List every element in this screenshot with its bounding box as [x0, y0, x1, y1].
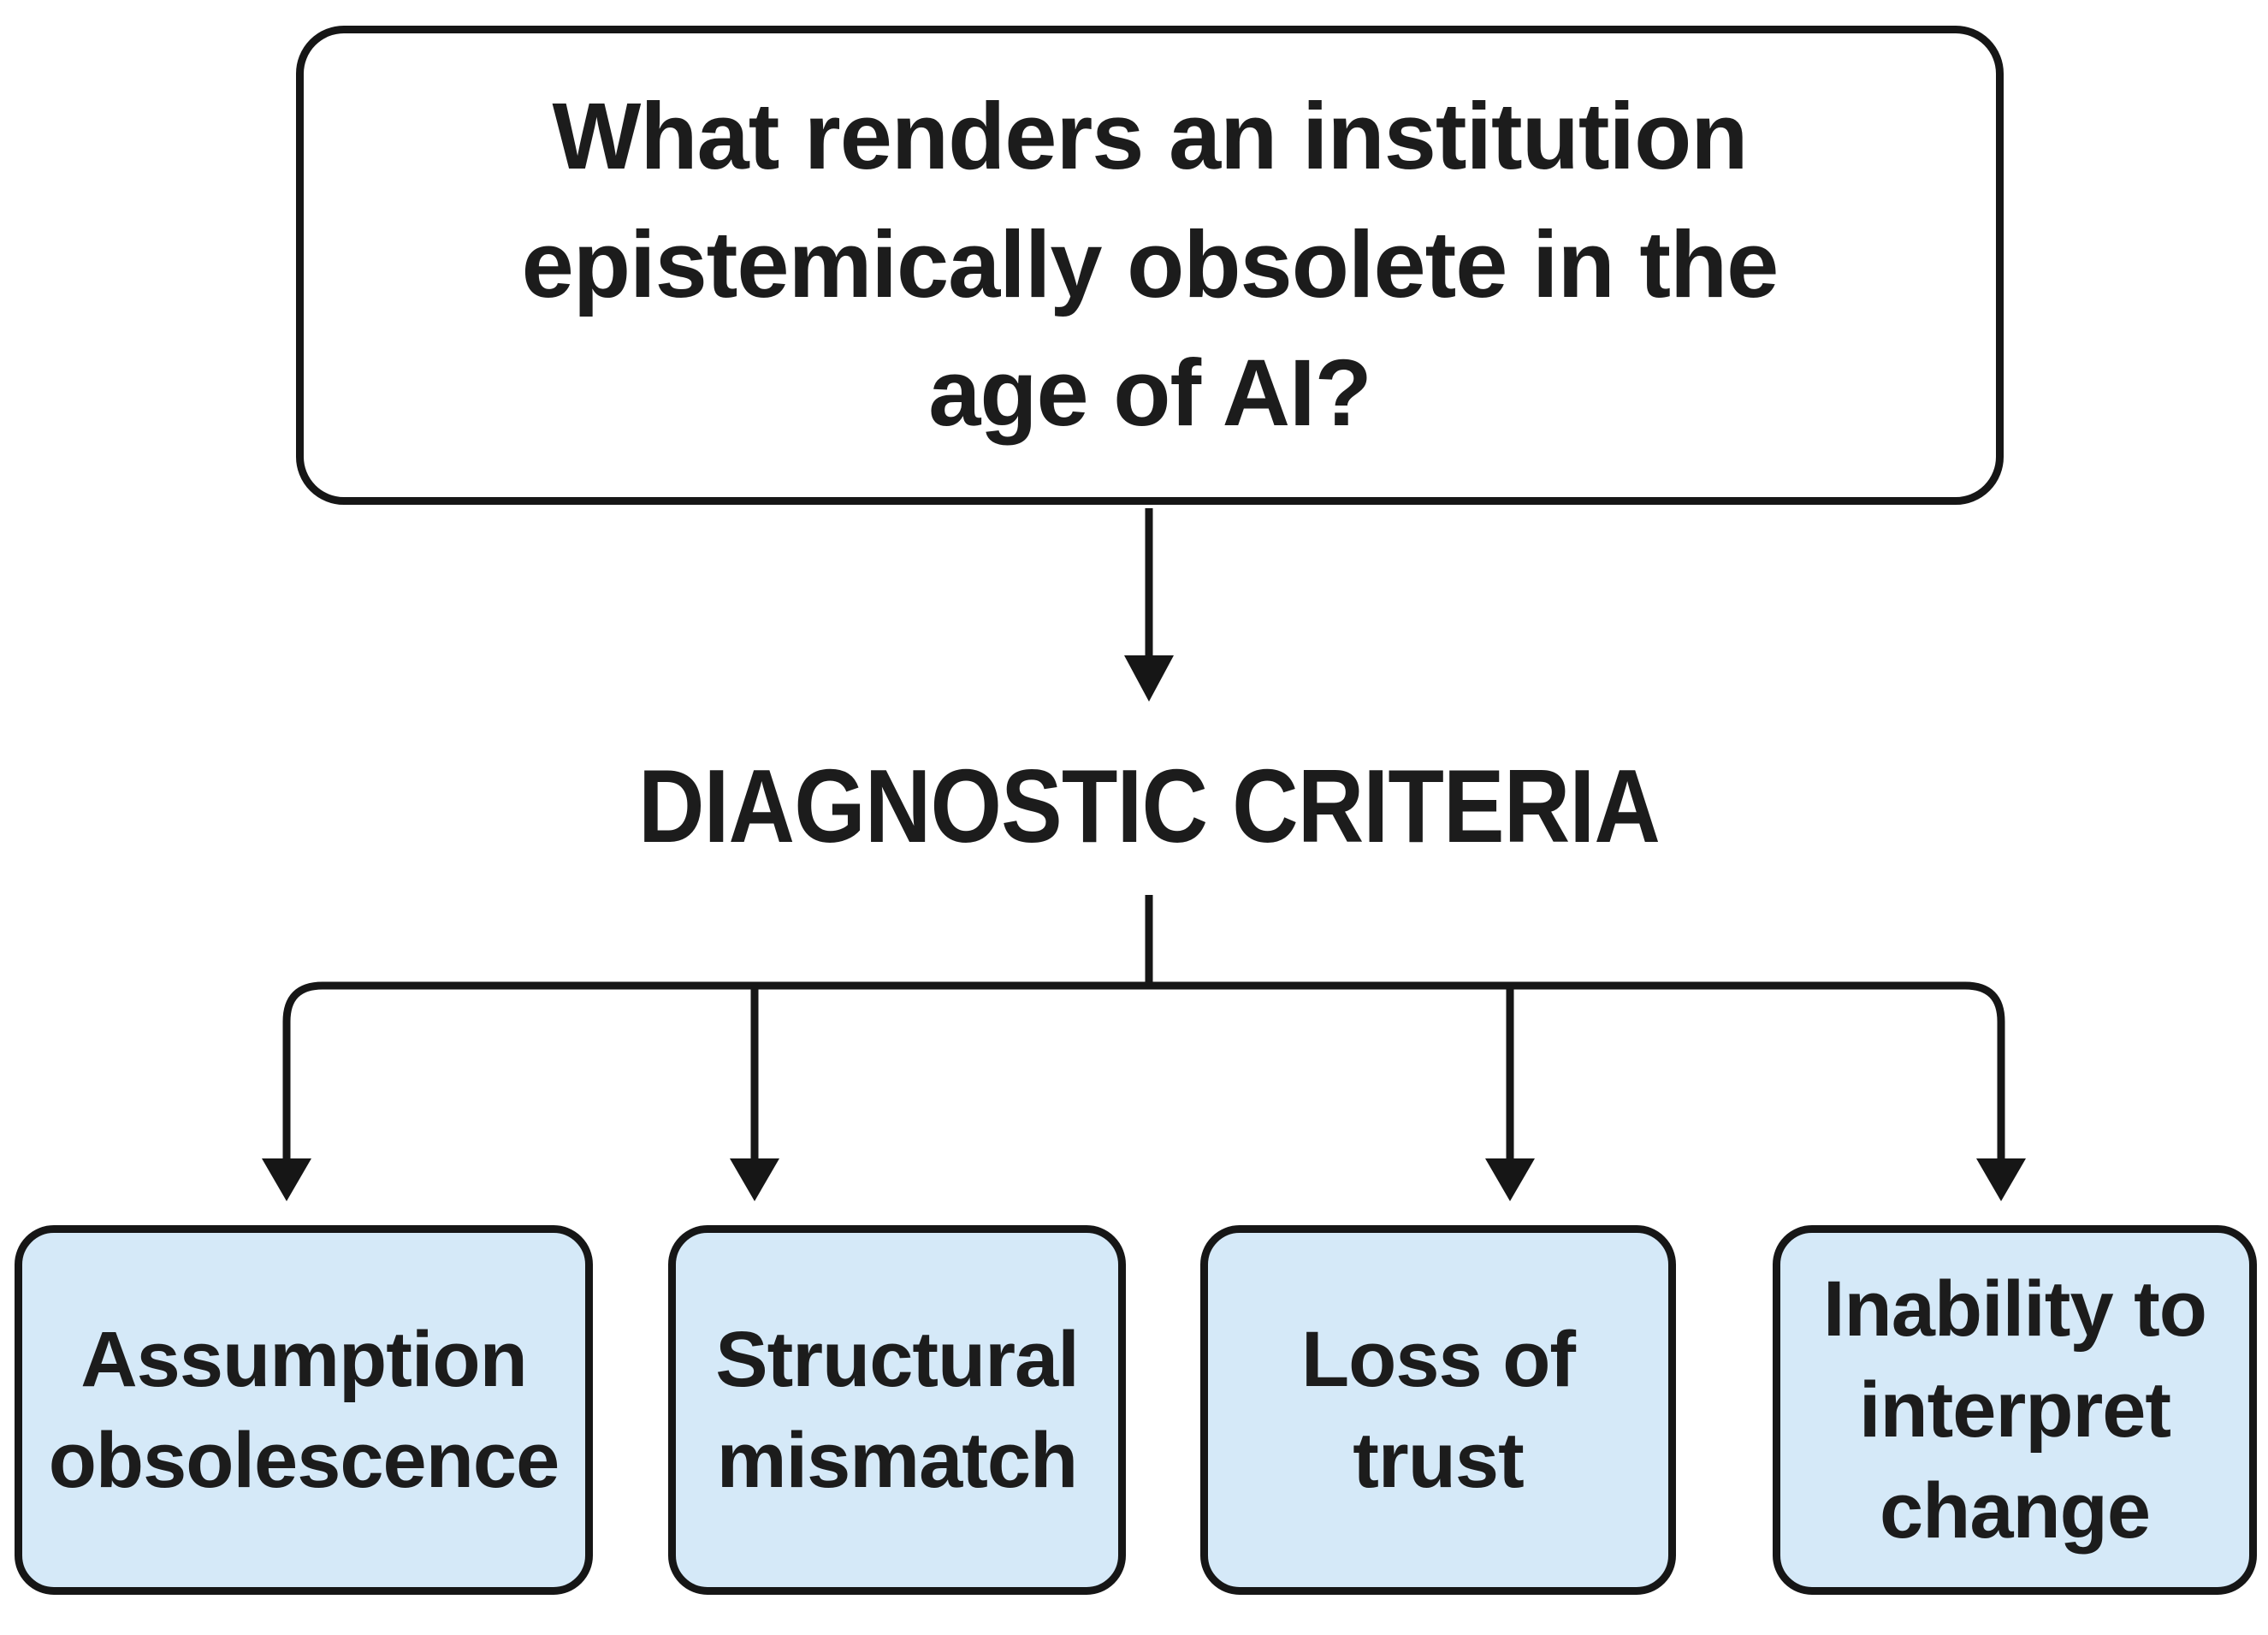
arrowhead-down-icon [262, 1158, 311, 1201]
arrowhead-down-icon [1485, 1158, 1535, 1201]
arrowhead-down-icon [1976, 1158, 2026, 1201]
arrowhead-down-icon [1124, 655, 1174, 702]
section-heading: DIAGNOSTIC CRITERIA [637, 748, 1661, 864]
arrowhead-down-icon [730, 1158, 779, 1201]
branch-line [282, 981, 2005, 1164]
